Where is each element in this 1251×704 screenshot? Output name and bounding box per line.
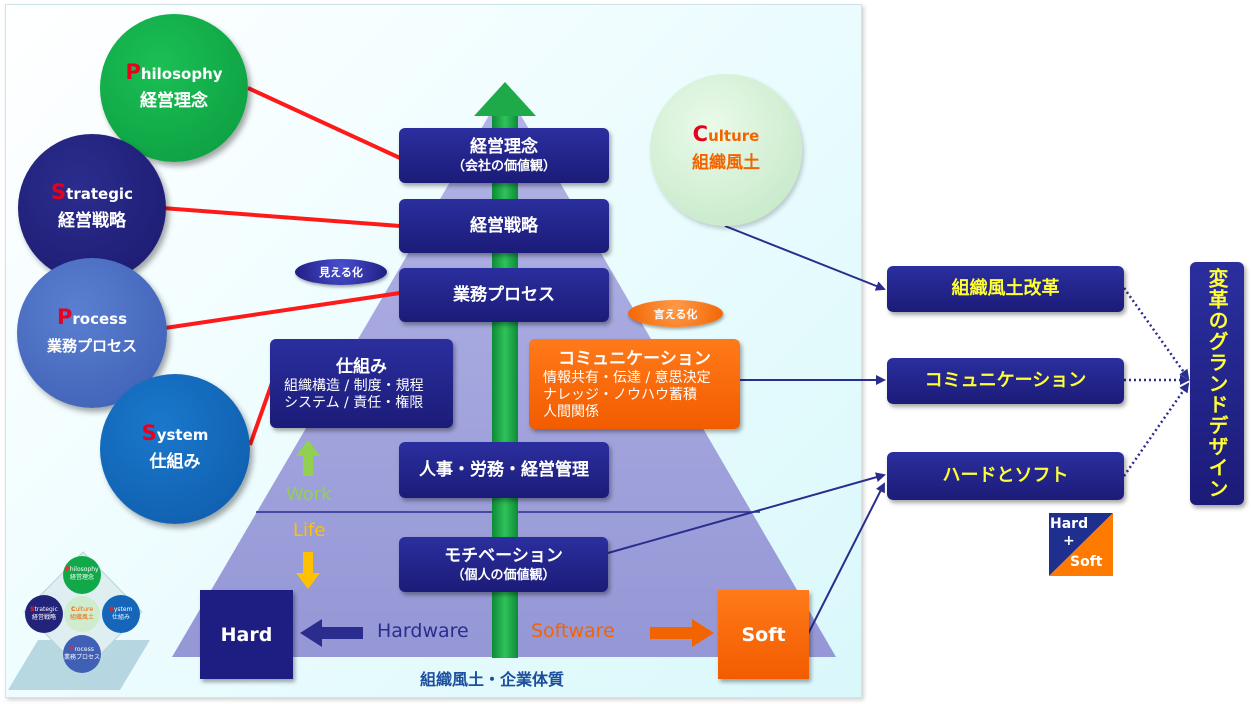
process-cap: P <box>56 305 73 329</box>
mini-culture-circle <box>64 596 100 632</box>
culture-cap: C <box>692 122 709 146</box>
culture-jp: 組織風土 <box>692 153 760 173</box>
system-circle: System 仕組み <box>100 374 250 524</box>
comm-box-line-1: 情報共有・伝達 / 意思決定 <box>543 369 711 386</box>
motivation-box: モチベーション （個人の価値観） <box>399 537 608 592</box>
software-arrow <box>650 619 714 647</box>
culture-circle: Culture 組織風土 <box>650 74 802 226</box>
verbalize-pill: 言える化 <box>628 300 723 327</box>
hard-soft-label: ハードとソフト <box>942 465 1069 486</box>
connector-process <box>164 291 401 330</box>
arrow-motivation-to-hardsoft <box>607 472 886 554</box>
process-en: rocess <box>72 310 128 328</box>
badge-hard-text: Hard <box>1050 516 1089 532</box>
system-jp: 仕組み <box>149 452 201 472</box>
soft-box: Soft <box>718 590 809 679</box>
life-label: Life <box>293 520 326 541</box>
system-box: 仕組み 組織構造 / 制度・規程 システム / 責任・権限 <box>270 339 453 428</box>
motivation-box-sub: （個人の価値観） <box>451 567 556 583</box>
strategy-box-title: 経営戦略 <box>470 216 538 236</box>
comm-box-title: コミュニケーション <box>558 348 711 369</box>
system-box-title: 仕組み <box>336 356 387 377</box>
philosophy-box-sub: （会社の価値観） <box>451 158 556 174</box>
process-box-title: 業務プロセス <box>453 285 555 305</box>
mini-process-circle <box>63 635 101 673</box>
process-jp: 業務プロセス <box>46 337 137 355</box>
grand-design-box: 変革のグランドデザイン <box>1190 262 1244 505</box>
philosophy-cap: P <box>125 60 141 84</box>
philosophy-circle: Philosophy 経営理念 <box>100 14 248 162</box>
badge-plus-text: + <box>1063 533 1075 549</box>
connector-system <box>248 382 274 446</box>
hard-box-label: Hard <box>220 623 273 646</box>
strategic-en: trategic <box>66 185 133 203</box>
arrow-culture-to-reform <box>724 225 886 291</box>
mini-system-circle <box>102 595 140 633</box>
badge-soft-text: Soft <box>1070 554 1103 570</box>
philosophy-box: 経営理念 （会社の価値観） <box>399 128 609 183</box>
connector-strategic <box>161 206 401 228</box>
hard-box: Hard <box>200 590 293 679</box>
culture-en: ulture <box>708 127 760 145</box>
philosophy-box-title: 経営理念 <box>470 136 538 157</box>
culture-reform-box: 組織風土改革 <box>887 266 1124 312</box>
motivation-box-title: モチベーション <box>444 545 563 566</box>
hardware-label: Hardware <box>377 620 469 642</box>
system-box-line-1: 組織構造 / 制度・規程 <box>284 377 424 394</box>
system-en: ystem <box>156 426 209 444</box>
mini-strategic-circle <box>25 595 63 633</box>
dotted-reform <box>1122 287 1190 380</box>
comm-box: コミュニケーション 情報共有・伝達 / 意思決定 ナレッジ・ノウハウ蓄積 人間関… <box>529 339 740 429</box>
philosophy-en: hilosophy <box>140 65 223 83</box>
communication-box: コミュニケーション <box>887 358 1124 404</box>
hr-box: 人事・労務・経営管理 <box>399 442 609 498</box>
work-up-arrow <box>296 440 320 476</box>
comm-box-line-2: ナレッジ・ノウハウ蓄積 <box>543 386 697 403</box>
badge-soft-half <box>1049 513 1113 576</box>
grand-design-label: 変革のグランドデザイン <box>1205 268 1229 499</box>
work-label: Work <box>286 484 332 505</box>
culture-reform-label: 組織風土改革 <box>951 278 1060 299</box>
system-cap: S <box>141 421 157 445</box>
hard-soft-box: ハードとソフト <box>887 452 1124 500</box>
comm-box-line-3: 人間関係 <box>543 403 599 420</box>
philosophy-jp: 経営理念 <box>140 91 208 111</box>
communication-label: コミュニケーション <box>924 370 1087 391</box>
software-label: Software <box>531 620 615 642</box>
mini-philosophy-circle <box>63 556 101 594</box>
strategic-circle: Strategic 経営戦略 <box>18 134 166 282</box>
arrow-soft-to-hardsoft <box>807 482 885 635</box>
hr-box-title: 人事・労務・経営管理 <box>419 460 589 480</box>
strategy-box: 経営戦略 <box>399 199 609 253</box>
strategic-cap: S <box>51 180 67 204</box>
hardware-arrow <box>300 619 363 647</box>
dotted-hardsoft <box>1122 382 1190 477</box>
process-box: 業務プロセス <box>399 268 609 322</box>
soft-box-label: Soft <box>741 623 786 646</box>
green-arrow-head <box>474 82 536 116</box>
life-down-arrow <box>296 552 320 589</box>
system-box-line-2: システム / 責任・権限 <box>284 394 424 411</box>
base-label: 組織風土・企業体質 <box>420 670 565 689</box>
connector-philosophy <box>247 86 401 160</box>
visualize-pill: 見える化 <box>295 259 387 285</box>
strategic-jp: 経営戦略 <box>58 211 126 231</box>
